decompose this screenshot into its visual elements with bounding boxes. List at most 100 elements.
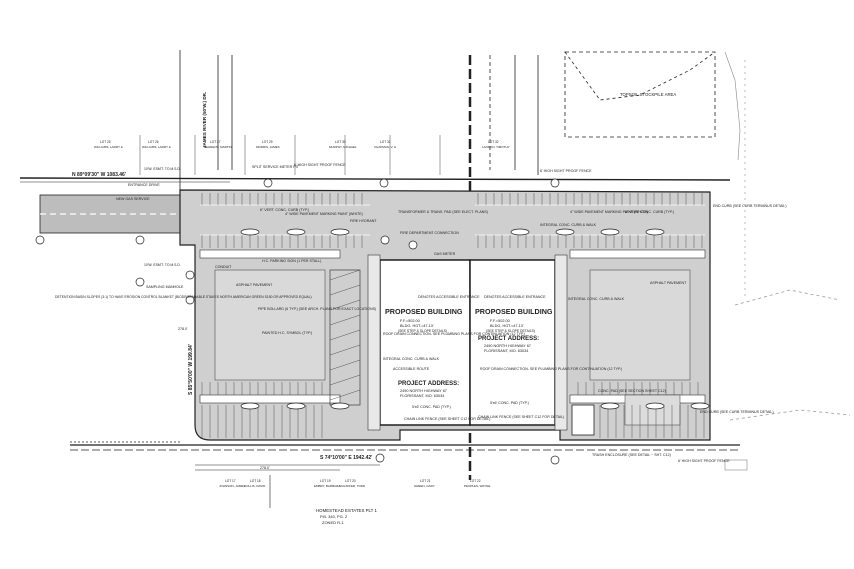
lot-number: LOT 27 (210, 140, 221, 144)
new-gas-label: NEW GAS SERVICE (116, 197, 150, 201)
painted-hc-label: PAINTED H.C. SYMBOL (TYP.) (262, 331, 312, 335)
fire-hydrant-label: FIRE HYDRANT (350, 219, 377, 223)
building-left-address-1: 2490 NORTH HIGHWAY 67 (400, 389, 447, 393)
fire-dept-label: FIRE DEPARTMENT CONNECTION (400, 231, 459, 235)
sampling-label: SAMPLING MANHOLE (146, 285, 184, 289)
lot-number: LOT 30 (335, 140, 346, 144)
end-curb-bottom-label: END CURB (SEE CURB TERMINUS DETAIL) (700, 410, 774, 414)
conc-pad-section-label: CONC. PAD (SEE SECTION SHEET C12) (598, 389, 666, 393)
building-right-address-1: 2490 NORTH HIGHWAY 67 (484, 344, 531, 348)
asphalt-right-label: ASPHALT PAVEMENT (650, 281, 687, 285)
light-pole (240, 228, 260, 236)
accessible-route-label: ACCESSIBLE ROUTE (393, 367, 430, 371)
trash-enclosure (571, 404, 595, 436)
labels: TOPSOIL STOCKPILE AREA JAMES RIVER (50'W… (55, 92, 787, 525)
split-service-label: SPLIT SERVICE METER PIT (252, 165, 300, 169)
dim-278-a: 278.0' (178, 327, 188, 331)
lot-number: LOT 32 (488, 140, 499, 144)
pavement-note: 4" WIDE PAVEMENT MARKING PAINT (WHITE) (285, 212, 363, 216)
dimension-lines (195, 464, 380, 508)
vert-curb-right-label: 6" VERT. CONC. CURB (TYP.) (625, 210, 674, 214)
building-right-address-title: PROJECT ADDRESS: (478, 336, 539, 342)
building-right-ff: F.F.=502.00 (490, 319, 510, 323)
erosion-label: DETENTION BASIN SLOPES (3:1) TO HAVE ERO… (55, 295, 312, 299)
esmt-1: 10'W. ESM'T. TO M.S.D. (144, 167, 181, 171)
conduit-label: CONDUIT (215, 265, 232, 269)
entrance-drive-label: ENTRANCE DRIVE (128, 183, 160, 187)
dim-278-b: 278.0' (260, 466, 270, 470)
west-dimension: S 85°50'00" W 199.84' (188, 344, 194, 395)
lot-number: LOT 25 (100, 140, 111, 144)
integral-curb-label: INTEGRAL CONC. CURB & WALK (540, 223, 597, 227)
light-pole (645, 402, 665, 410)
light-pole (240, 402, 260, 410)
building-left-title: PROPOSED BUILDING (385, 307, 463, 316)
bottom-lot-number: LOT 18 (250, 479, 261, 483)
chain-link-right-label: CHAIN LINK FENCE (SEE SHEET C12 FOR DETA… (478, 415, 564, 419)
denotes-accessible-label: DENOTES ACCESSIBLE ENTRANCE (418, 295, 480, 299)
lot-dividers (139, 135, 441, 175)
legend-box (724, 459, 748, 471)
lot-number: LOT 29 (262, 140, 273, 144)
asphalt-label: ASPHALT PAVEMENT (236, 283, 273, 287)
pipe-bollard-label: PIPE BOLLARD (6 TYP.) (SEE ARCH. PLANS F… (258, 307, 376, 311)
bottom-lot-number: LOT 19 (320, 479, 331, 483)
bottom-lot-owner: SCHAFFER, TODD (339, 484, 366, 488)
bottom-lot-owner: GREEN, GARY (414, 484, 435, 488)
bottom-lot-number: LOT 21 (420, 479, 431, 483)
lot-owner: MURPHY, MICHAEL (329, 145, 357, 149)
building-left (379, 259, 471, 426)
building-right-title: PROPOSED BUILDING (475, 307, 553, 316)
lot-owner: WILLIAMS, LARRY & (94, 145, 123, 149)
plat-line-3: ZONED R-1 (322, 520, 344, 525)
lot-owner: MORRIS, JAMES (256, 145, 280, 149)
trash-label: TRASH ENCLOSURE (SEE DETAIL ~ SHT. C12) (592, 453, 671, 457)
conc-pad-label: 5'x6' CONC. PAD (TYP.) (412, 405, 451, 409)
hc-sign-label: H.C. PARKING SIGN (1 PER STALL) (262, 259, 321, 263)
building-left-address-2: FLORISSANT, MO. 63034 (400, 394, 444, 398)
light-pole (330, 228, 350, 236)
sight-fence-label: 6' HIGH SIGHT PROOF FENCE (294, 163, 346, 167)
building-left-area: BLDG. HGT.=47.13' (400, 324, 434, 328)
south-dimension: S 74°10'00" E 1942.42' (320, 455, 372, 461)
light-pole (286, 228, 306, 236)
stall-ticks (201, 193, 705, 438)
building-right-address-2: FLORISSANT, MO. 63034 (484, 349, 528, 353)
conc-pad-right-label: 5'x6' CONC. PAD (TYP.) (490, 401, 529, 405)
roof-drain-label: ROOF DRAIN CONNECTION- SEE PLUMBING PLAN… (383, 332, 525, 336)
bottom-lot-owner: JOHNSON, JAMES (219, 484, 245, 488)
bottom-lot-owner: PEOPLES, WAYNE (464, 484, 490, 488)
building-left-note: (SEE STEP & SLOPE DETAILS) (398, 329, 447, 333)
vert-curb-label: 6" VERT. CONC. CURB (TYP.) (260, 208, 309, 212)
light-pole (600, 228, 620, 236)
bottom-lot-owner: COLLIS, DAVID (244, 484, 266, 488)
light-pole (555, 228, 575, 236)
building-left-address-title: PROJECT ADDRESS: (398, 381, 459, 387)
bottom-fence-label: 6' HIGH SIGHT PROOF FENCE (678, 459, 730, 463)
rear-fence-label: 6' HIGH SIGHT PROOF FENCE (540, 169, 592, 173)
parking-lot (179, 189, 711, 441)
gas-meter-label: GAS METER (434, 252, 456, 256)
building-right-note: (SEE STEP & SLOPE DETAILS) (486, 329, 535, 333)
topsoil-label: TOPSOIL STOCKPILE AREA (620, 92, 676, 97)
road-label: JAMES RIVER (50'W.) DR. (202, 92, 207, 148)
entrance-drive (39, 194, 181, 234)
integral-right-label: INTEGRAL CONC. CURB & WALK (568, 297, 625, 301)
lot-owner: WILLIAMS, LARRY & (142, 145, 171, 149)
light-poles (240, 228, 710, 410)
light-pole (330, 402, 350, 410)
building-right (469, 259, 556, 426)
light-pole (600, 402, 620, 410)
denotes-accessible-right-label: DENOTES ACCESSIBLE ENTRANCE (484, 295, 546, 299)
north-dimension: N 89°09'30" W 1083.46' (72, 172, 126, 178)
roof-drain-right-label: ROOF DRAIN CONNECTION- SEE PLUMBING PLAN… (480, 367, 622, 371)
light-pole (510, 228, 530, 236)
bottom-lot-number: LOT 22 (470, 479, 481, 483)
bottom-lot-owner: EMBRY, BARBARA (314, 484, 340, 488)
light-pole (645, 228, 665, 236)
building-left-ff: F.F.=502.00 (400, 319, 420, 323)
esmt-2: 10'W. ESM'T. TO M.S.D. (144, 263, 181, 267)
building-right-area: BLDG. HGT.=47.13' (490, 324, 524, 328)
